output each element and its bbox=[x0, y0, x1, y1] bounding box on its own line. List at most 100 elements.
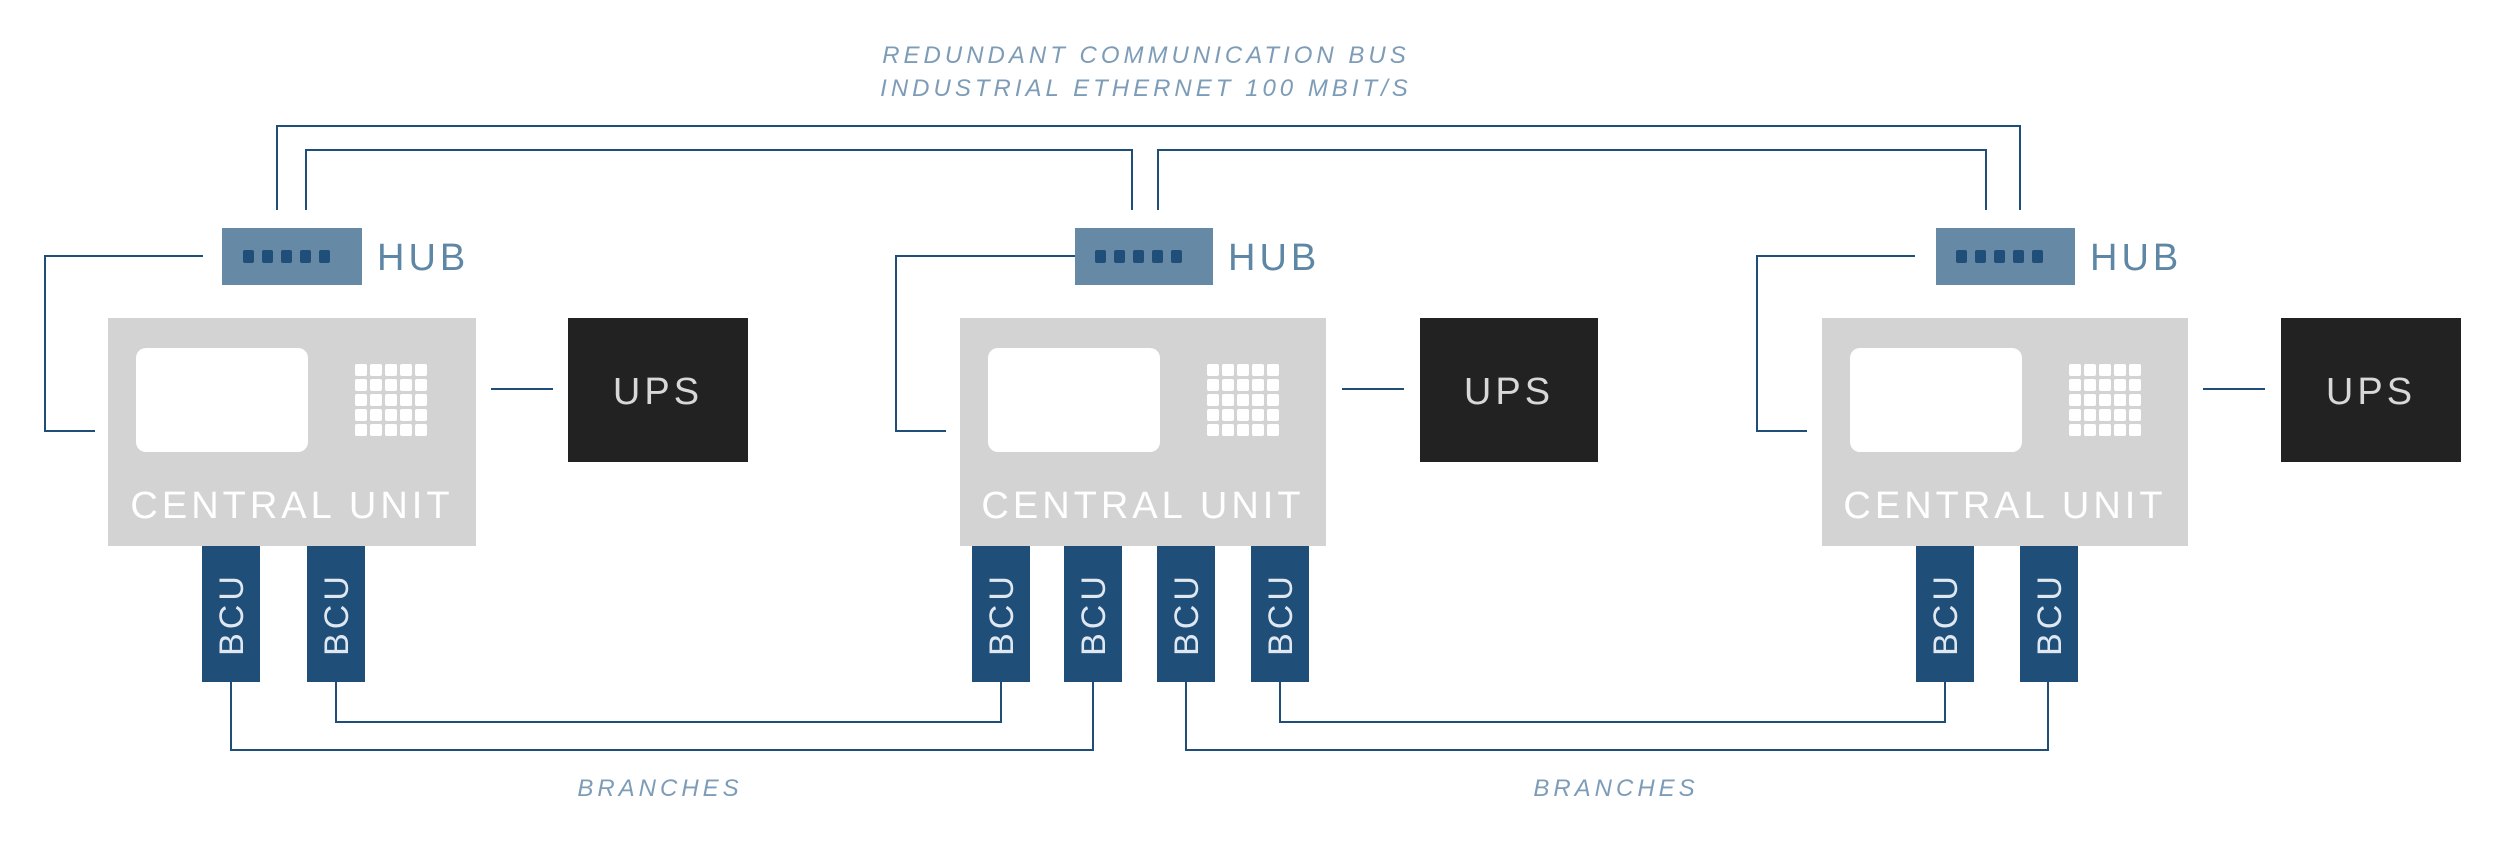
hub-1-label: HUB bbox=[377, 237, 469, 279]
ups-2-label: UPS bbox=[1464, 371, 1554, 413]
hub-port bbox=[319, 250, 330, 263]
branch-line-inner-right bbox=[1279, 681, 1946, 723]
ups-2-box bbox=[1420, 318, 1598, 462]
keypad-key bbox=[2099, 364, 2111, 376]
hub-port bbox=[2032, 250, 2043, 263]
keypad-key bbox=[2084, 409, 2096, 421]
keypad-key bbox=[2114, 424, 2126, 436]
hub-port bbox=[1994, 250, 2005, 263]
hub-cu-link-3 bbox=[1756, 255, 1915, 432]
keypad-key bbox=[385, 364, 397, 376]
hub-2-label: HUB bbox=[1228, 237, 1320, 279]
bcu-label: BCU bbox=[213, 572, 251, 656]
bcu-label: BCU bbox=[1168, 572, 1206, 656]
keypad-key bbox=[370, 364, 382, 376]
keypad-key bbox=[2069, 379, 2081, 391]
keypad-key bbox=[2084, 424, 2096, 436]
keypad-2 bbox=[1207, 364, 1279, 436]
keypad-key bbox=[415, 409, 427, 421]
branch-line-outer-right bbox=[1185, 681, 2049, 751]
keypad-key bbox=[1252, 409, 1264, 421]
central-unit-2-label: CENTRAL UNIT bbox=[981, 485, 1304, 527]
keypad-key bbox=[1252, 394, 1264, 406]
hub-port bbox=[1956, 250, 1967, 263]
bcu-3-1: BCU bbox=[1916, 546, 1974, 682]
central-unit-2-screen bbox=[988, 348, 1160, 452]
bcu-box bbox=[307, 546, 365, 682]
station-2: HUB CENTRAL UNIT UPS BCU BCU BCU BCU bbox=[960, 228, 1598, 682]
bus-line-outer bbox=[276, 125, 2021, 210]
bcu-label: BCU bbox=[1075, 572, 1113, 656]
keypad-key bbox=[415, 364, 427, 376]
keypad-key bbox=[1267, 379, 1279, 391]
branch-line-inner-left bbox=[335, 681, 1002, 723]
bcu-2-2: BCU bbox=[1064, 546, 1122, 682]
hub-port bbox=[2013, 250, 2024, 263]
central-unit-3-screen bbox=[1850, 348, 2022, 452]
keypad-key bbox=[1207, 409, 1219, 421]
keypad-key bbox=[2069, 364, 2081, 376]
hub-port bbox=[300, 250, 311, 263]
branches-label-left: BRANCHES bbox=[577, 775, 742, 802]
bcu-2-4: BCU bbox=[1251, 546, 1309, 682]
keypad-key bbox=[1222, 409, 1234, 421]
bus-line-inner-left bbox=[305, 149, 1133, 210]
bcu-box bbox=[972, 546, 1030, 682]
ups-3: UPS bbox=[2281, 318, 2461, 462]
keypad-key bbox=[2099, 394, 2111, 406]
hub-3-ports bbox=[1956, 250, 2043, 263]
keypad-key bbox=[2069, 424, 2081, 436]
hub-port bbox=[1152, 250, 1163, 263]
central-unit-1-screen bbox=[136, 348, 308, 452]
hub-3-label: HUB bbox=[2090, 237, 2182, 279]
keypad-key bbox=[2099, 409, 2111, 421]
central-unit-1: CENTRAL UNIT bbox=[108, 318, 476, 546]
bcu-box bbox=[1064, 546, 1122, 682]
bcu-box bbox=[2020, 546, 2078, 682]
bcu-2-1: BCU bbox=[972, 546, 1030, 682]
central-unit-3: CENTRAL UNIT bbox=[1822, 318, 2188, 546]
hub-port bbox=[243, 250, 254, 263]
central-unit-2: CENTRAL UNIT bbox=[960, 318, 1326, 546]
keypad-key bbox=[1267, 364, 1279, 376]
keypad-key bbox=[355, 409, 367, 421]
keypad-key bbox=[2069, 409, 2081, 421]
hub-port bbox=[281, 250, 292, 263]
branches-label-right: BRANCHES bbox=[1533, 775, 1698, 802]
hub-port bbox=[1095, 250, 1106, 263]
central-unit-3-label: CENTRAL UNIT bbox=[1843, 485, 2166, 527]
keypad-key bbox=[400, 379, 412, 391]
keypad-key bbox=[1237, 364, 1249, 376]
keypad-key bbox=[1222, 394, 1234, 406]
bcu-box bbox=[1157, 546, 1215, 682]
hub-cu-link-1 bbox=[44, 255, 203, 432]
ups-3-box bbox=[2281, 318, 2461, 462]
keypad-key bbox=[1237, 394, 1249, 406]
bcu-label: BCU bbox=[318, 572, 356, 656]
keypad-key bbox=[2129, 364, 2141, 376]
central-unit-1-label: CENTRAL UNIT bbox=[130, 485, 453, 527]
branch-line-outer-left bbox=[230, 681, 1094, 751]
keypad-key bbox=[2129, 379, 2141, 391]
keypad-key bbox=[1222, 424, 1234, 436]
keypad-key bbox=[400, 424, 412, 436]
keypad-key bbox=[370, 424, 382, 436]
keypad-key bbox=[1222, 379, 1234, 391]
hub-3: HUB bbox=[1936, 228, 2182, 285]
hub-port bbox=[1114, 250, 1125, 263]
ups-1: UPS bbox=[568, 318, 748, 462]
keypad-key bbox=[355, 379, 367, 391]
keypad-key bbox=[355, 394, 367, 406]
keypad-key bbox=[2084, 364, 2096, 376]
bcu-box bbox=[1251, 546, 1309, 682]
hub-port bbox=[262, 250, 273, 263]
keypad-key bbox=[415, 424, 427, 436]
bcu-3-2: BCU bbox=[2020, 546, 2078, 682]
keypad-key bbox=[2084, 379, 2096, 391]
keypad-key bbox=[1237, 424, 1249, 436]
keypad-key bbox=[370, 409, 382, 421]
keypad-key bbox=[385, 424, 397, 436]
keypad-key bbox=[1252, 364, 1264, 376]
bus-title-line1: REDUNDANT COMMUNICATION BUS bbox=[882, 42, 1410, 69]
keypad-key bbox=[1267, 394, 1279, 406]
